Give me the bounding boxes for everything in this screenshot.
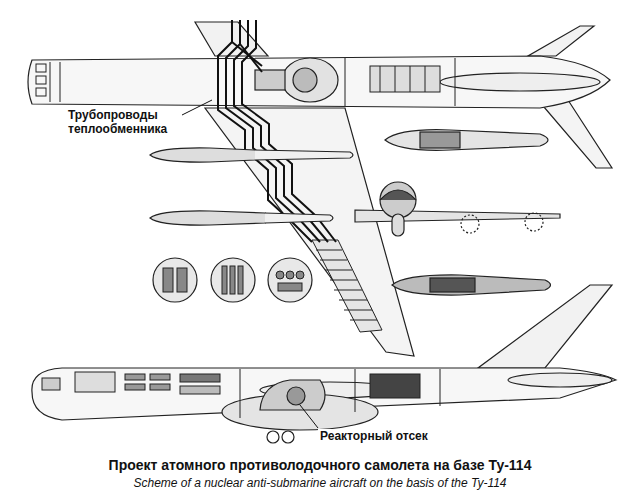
pipe-label: Трубопроводы теплообменника xyxy=(66,108,182,136)
compartment-label: Реакторный отсек xyxy=(318,429,430,443)
figure-caption: Scheme of a nuclear anti-submarine aircr… xyxy=(0,476,640,490)
figure-title: Проект атомного противолодочного самолет… xyxy=(0,457,640,473)
